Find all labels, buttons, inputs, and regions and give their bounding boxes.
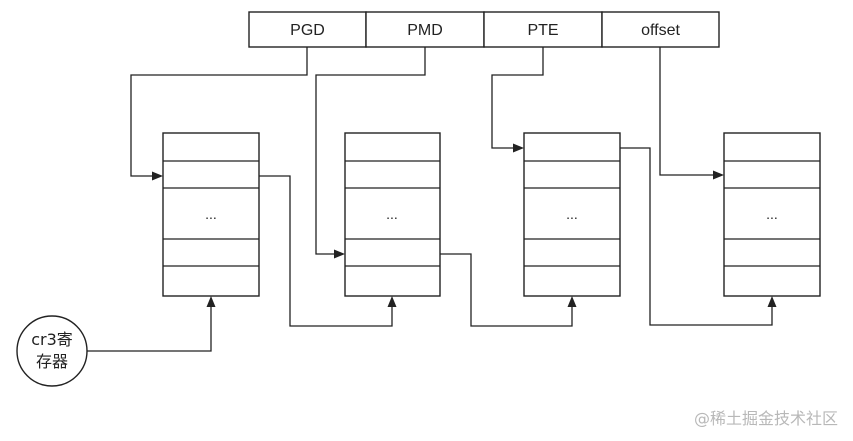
pmd-table: ...: [344, 132, 441, 297]
virtual-address-fields: PGD PMD PTE offset: [248, 11, 720, 48]
pgd-to-table-connector: [130, 47, 308, 177]
pte-table-frame: [523, 132, 621, 297]
page-table-ellipsis: ...: [766, 206, 778, 222]
watermark: @稀土掘金技术社区: [694, 409, 838, 428]
pgd-table-frame: [162, 132, 260, 297]
pte-table-ellipsis: ...: [566, 206, 578, 222]
cr3-to-pgd-connector: [87, 307, 212, 352]
pgd-table: ...: [162, 132, 260, 297]
field-pte: PTE: [483, 11, 603, 48]
pte-to-table-connector: [491, 47, 544, 149]
pgd-to-pmd-connector: [259, 175, 393, 327]
page-table-frame: [723, 132, 821, 297]
field-offset-label: offset: [641, 22, 680, 39]
field-connectors: [130, 47, 724, 259]
arrow-up-icon: [767, 296, 777, 307]
field-offset-box: [601, 11, 720, 48]
field-pmd-label: PMD: [407, 22, 443, 39]
arrow-right-icon: [334, 249, 345, 259]
page-table: ...: [723, 132, 821, 297]
field-pmd-box: [365, 11, 485, 48]
offset-to-page-connector: [659, 47, 713, 176]
cr3-register-circle: [16, 315, 88, 387]
pgd-table-ellipsis: ...: [205, 206, 217, 222]
arrow-right-icon: [513, 143, 524, 153]
arrow-up-icon: [567, 296, 577, 307]
arrow-up-icon: [206, 296, 216, 307]
pmd-table-ellipsis: ...: [386, 206, 398, 222]
field-offset: offset: [601, 11, 720, 48]
cr3-register-label-line2: 存器: [36, 352, 68, 371]
field-pgd: PGD: [248, 11, 367, 48]
arrow-right-icon: [713, 170, 724, 180]
arrow-right-icon: [152, 171, 163, 181]
field-pgd-box: [248, 11, 367, 48]
pmd-to-pte-connector: [440, 253, 573, 327]
field-pmd: PMD: [365, 11, 485, 48]
arrow-up-icon: [387, 296, 397, 307]
pte-table: ...: [523, 132, 621, 297]
field-pte-label: PTE: [527, 22, 558, 39]
cr3-register-label-line1: cr3寄: [31, 330, 73, 349]
pte-to-page-connector: [620, 147, 773, 326]
pmd-to-table-connector: [315, 47, 426, 255]
field-pgd-label: PGD: [290, 22, 325, 39]
cr3-register: cr3寄 存器: [16, 296, 216, 387]
table-chain-connectors: [259, 147, 777, 327]
pmd-table-frame: [344, 132, 441, 297]
